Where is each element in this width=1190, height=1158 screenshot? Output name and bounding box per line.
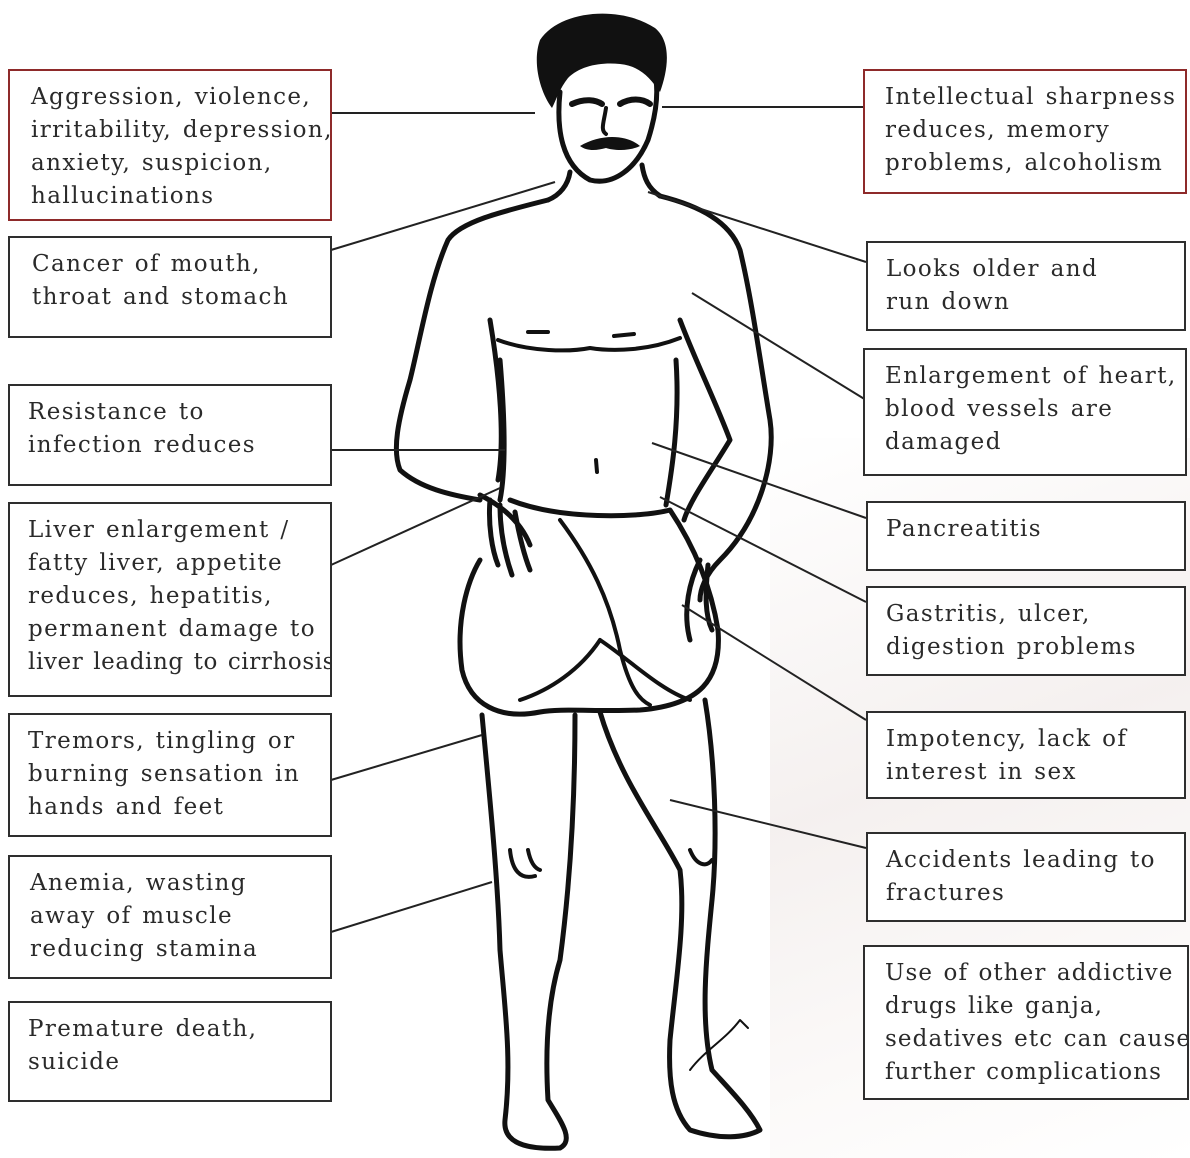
connector-liver [331,488,500,565]
box-line: sedatives etc can cause [885,1023,1187,1056]
box-line: reducing stamina [30,933,314,966]
effect-box-other-drugs: Use of other addictive drugs like ganja,… [863,945,1189,1100]
right-knee [690,850,712,864]
connector-heart [692,293,866,400]
box-line: damaged [885,426,1169,459]
nose [603,108,606,134]
box-line: hallucinations [31,180,314,213]
box-line: reduces, memory [885,114,1169,147]
effect-box-gastritis: Gastritis, ulcer, digestion problems [866,586,1186,676]
box-line: throat and stomach [32,281,314,314]
effect-box-accidents: Accidents leading to fractures [866,832,1186,922]
dhoti-fold-1 [560,520,650,705]
box-line: drugs like ganja, [885,990,1187,1023]
chest-line [498,338,680,350]
box-line: Liver enlargement / [28,514,314,547]
navel [596,460,597,472]
box-line: Intellectual sharpness [885,81,1169,114]
effect-box-heart: Enlargement of heart, blood vessels are … [863,348,1187,476]
connector-looks-older [648,192,866,262]
effect-box-death: Premature death, suicide [8,1001,332,1102]
box-line: Aggression, violence, [31,81,314,114]
hair [537,14,667,108]
box-line: away of muscle [30,900,314,933]
box-line: Enlargement of heart, [885,360,1169,393]
box-line: interest in sex [886,756,1168,789]
connector-cancer [331,182,555,250]
box-line: Impotency, lack of [886,723,1168,756]
box-line: Tremors, tingling or [28,725,314,758]
dhoti-fold-3 [600,640,690,700]
box-line: Gastritis, ulcer, [886,598,1168,631]
box-line: Premature death, [28,1013,314,1046]
effect-box-intellect: Intellectual sharpness reduces, memory p… [863,69,1187,194]
moustache [580,137,640,150]
box-line: Accidents leading to [886,844,1168,877]
box-line: burning sensation in [28,758,314,791]
box-line: Resistance to [28,396,314,429]
effect-box-tremors: Tremors, tingling or burning sensation i… [8,713,332,837]
waist-right [666,360,677,505]
effect-box-looks-older: Looks older and run down [866,241,1186,331]
torso-left [396,200,548,500]
box-line: Use of other addictive [885,957,1187,990]
box-line: fractures [886,877,1168,910]
connector-tremors [331,735,482,780]
box-line: liver leading to cirrhosis [28,646,314,679]
box-line: fatty liver, appetite [28,547,314,580]
box-line: irritability, depression, [31,114,314,147]
effect-box-behaviour: Aggression, violence, irritability, depr… [8,69,332,221]
right-inner-arm [680,320,730,520]
effect-box-cancer: Cancer of mouth, throat and stomach [8,236,332,338]
box-line: digestion problems [886,631,1168,664]
box-line: infection reduces [28,429,314,462]
nipple-right [614,334,634,336]
effect-box-impotency: Impotency, lack of interest in sex [866,711,1186,799]
left-inner-arm [490,320,501,480]
connector-anemia [331,882,492,932]
connector-pancreatitis [652,443,866,518]
left-knee [510,850,540,877]
ankle-scribble [690,1020,748,1070]
box-line: run down [886,286,1168,319]
box-line: suicide [28,1046,314,1079]
box-line: Anemia, wasting [30,867,314,900]
left-leg [482,715,575,1148]
effect-box-pancreatitis: Pancreatitis [866,501,1186,571]
connector-accidents [670,800,866,848]
effect-box-infection: Resistance to infection reduces [8,384,332,486]
effect-box-liver: Liver enlargement / fatty liver, appetit… [8,502,332,697]
eyes [572,100,650,105]
connector-impotency [682,605,866,720]
dhoti-outline [460,500,718,714]
box-line: problems, alcoholism [885,147,1169,180]
box-line: hands and feet [28,791,314,824]
box-line: blood vessels are [885,393,1169,426]
box-line: further complications [885,1056,1187,1089]
right-leg [600,700,760,1137]
box-line: Looks older and [886,253,1168,286]
box-line: anxiety, suspicion, [31,147,314,180]
box-line: Cancer of mouth, [32,248,314,281]
box-line: permanent damage to [28,613,314,646]
effect-box-anemia: Anemia, wasting away of muscle reducing … [8,855,332,979]
dhoti-fold-2 [520,640,600,700]
box-line: Pancreatitis [886,513,1168,546]
box-line: reduces, hepatitis, [28,580,314,613]
